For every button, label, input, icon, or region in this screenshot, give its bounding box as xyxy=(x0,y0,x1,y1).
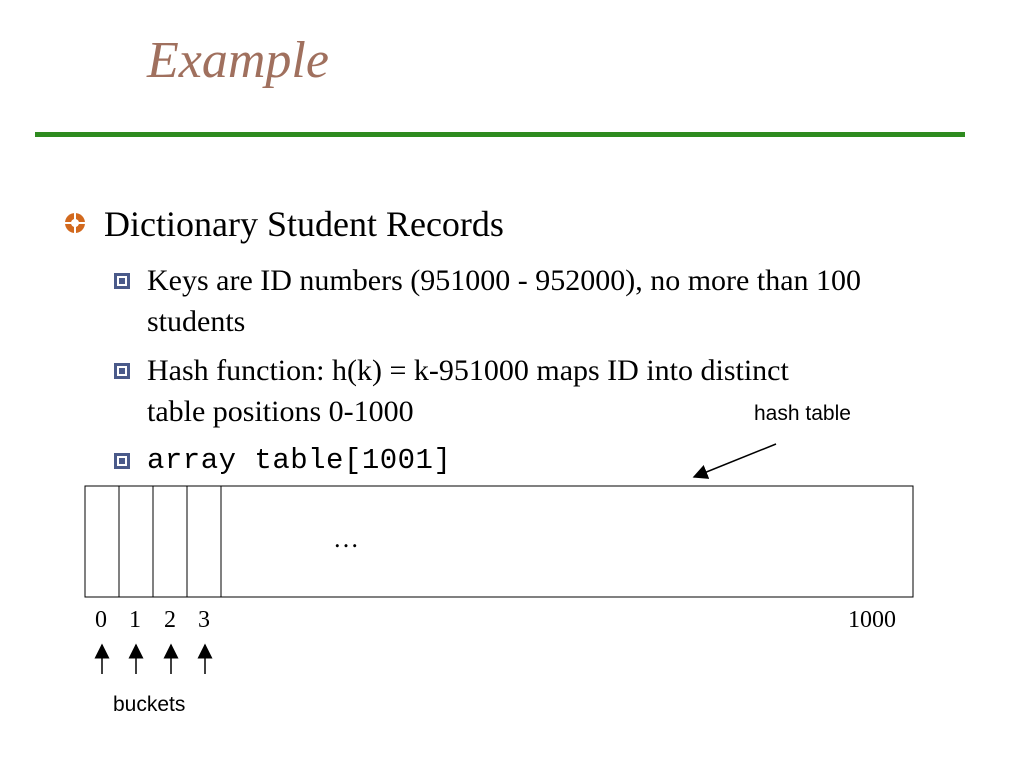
bullet-circle-icon xyxy=(65,213,85,233)
sub-bullet-array: array table[1001] xyxy=(147,444,452,477)
index-label-3: 3 xyxy=(198,607,210,633)
buckets-label: buckets xyxy=(113,693,186,716)
sub-bullet-keys: Keys are ID numbers (951000 - 952000), n… xyxy=(147,264,862,338)
sub-bullet-icon xyxy=(114,453,130,469)
sub-bullet-icon xyxy=(114,363,130,379)
ellipsis: … xyxy=(333,524,359,553)
title-divider xyxy=(35,132,965,137)
index-label-0: 0 xyxy=(95,607,107,633)
sub-bullet-icon xyxy=(114,273,130,289)
index-label-1: 1 xyxy=(129,607,141,633)
hash-table-box xyxy=(84,485,914,598)
bullet-dictionary: Dictionary Student Records xyxy=(104,204,504,244)
hash-table-label: hash table xyxy=(754,402,851,425)
sub-bullet-hash-function: Hash function: h(k) = k-951000 maps ID i… xyxy=(147,354,789,428)
index-label-2: 2 xyxy=(164,607,176,633)
hash-table-arrow xyxy=(692,443,777,479)
slide-title: Example xyxy=(147,32,329,89)
index-label-1000: 1000 xyxy=(848,607,896,633)
